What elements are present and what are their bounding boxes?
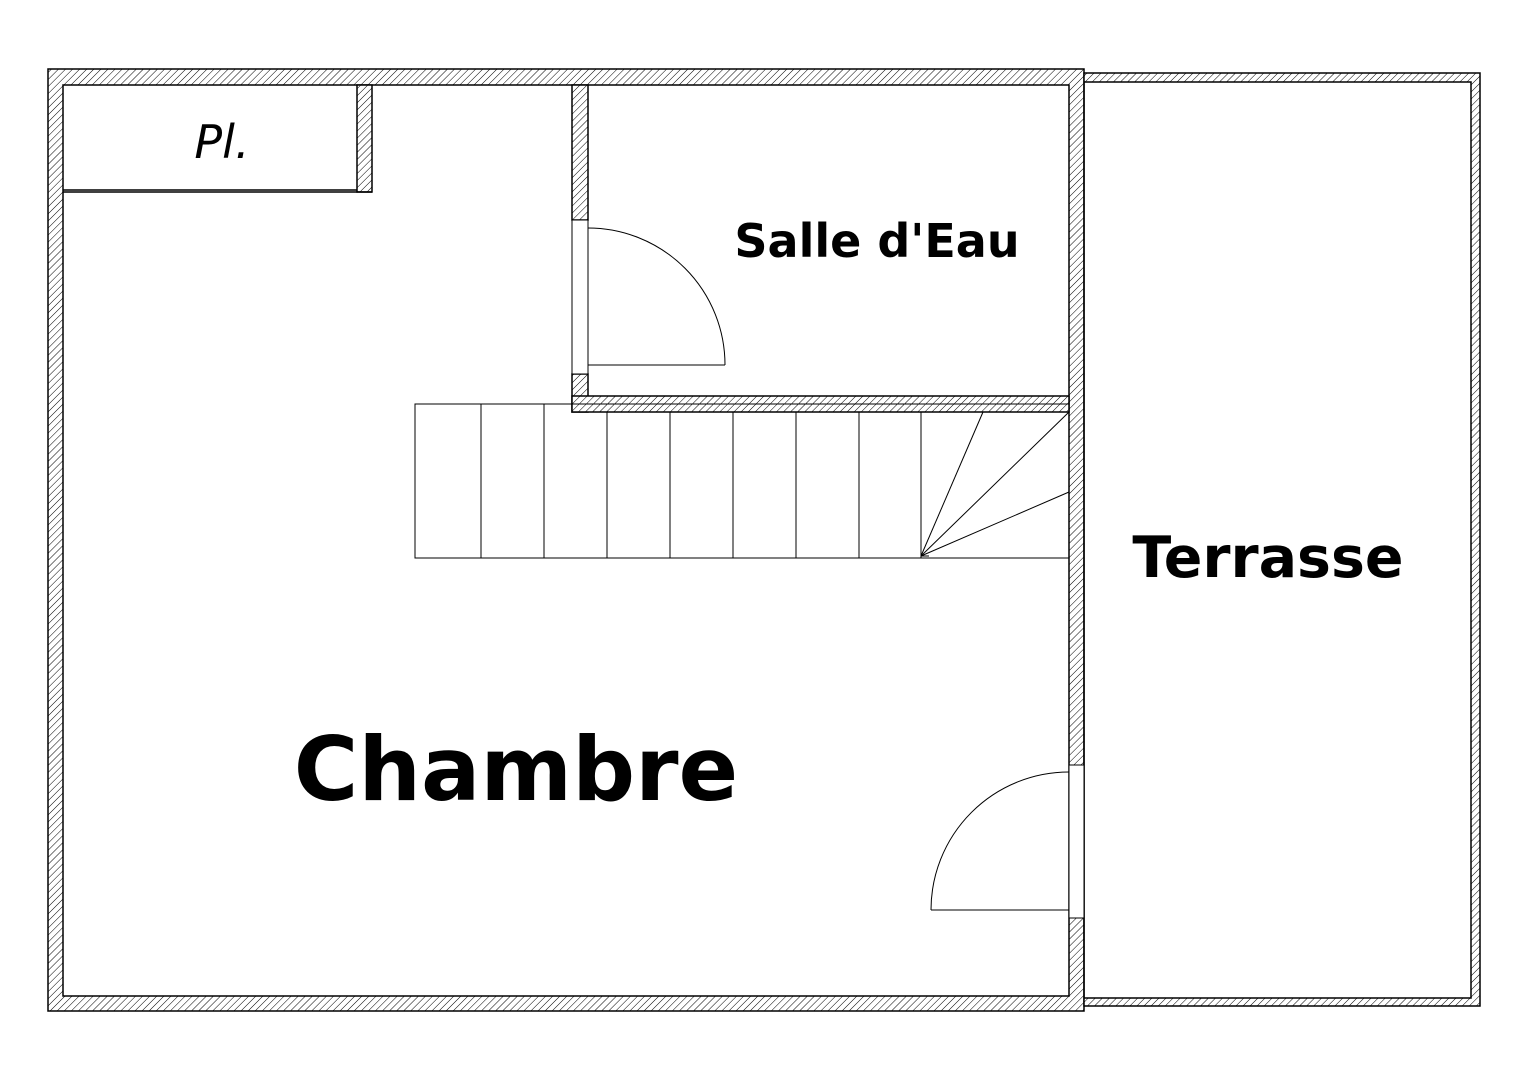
placard-wall bbox=[63, 84, 373, 193]
stair-arrow-icon bbox=[920, 548, 929, 557]
terrasse-door-opening bbox=[1068, 764, 1085, 919]
stair-winder bbox=[920, 411, 1070, 557]
stair-treads bbox=[480, 404, 922, 558]
placard-label: Pl. bbox=[194, 115, 249, 169]
staircase bbox=[414, 403, 1070, 559]
salle-d-eau-door bbox=[587, 227, 726, 366]
winder-line bbox=[920, 411, 1070, 557]
terrasse-label: Terrasse bbox=[1132, 525, 1403, 591]
winder-line bbox=[920, 491, 1070, 557]
terrasse-walls bbox=[1083, 72, 1481, 1007]
chambre-label: Chambre bbox=[294, 718, 738, 821]
salle-d-eau-label: Salle d'Eau bbox=[734, 214, 1019, 268]
main-building-walls bbox=[47, 68, 1085, 1012]
terrasse-door bbox=[930, 764, 1085, 919]
winder-line bbox=[920, 411, 984, 557]
staircase-outline bbox=[414, 403, 1070, 559]
salle-d-eau-door-opening bbox=[571, 219, 589, 375]
